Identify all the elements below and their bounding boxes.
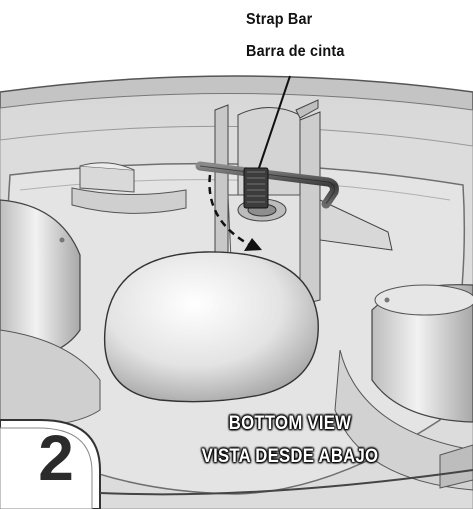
center-dome bbox=[103, 251, 319, 403]
step-badge-shape bbox=[0, 427, 93, 509]
step-number: 2 bbox=[38, 422, 74, 494]
strap-bar-label-es: Barra de cinta bbox=[246, 43, 345, 60]
right-foot bbox=[334, 284, 473, 491]
raised-tab bbox=[71, 162, 187, 214]
strap-bar-label-en: Strap Bar bbox=[246, 11, 313, 28]
strap bbox=[243, 167, 269, 209]
left-foot bbox=[0, 199, 101, 427]
view-caption-en: BOTTOM VIEW bbox=[228, 413, 352, 434]
view-caption-es: VISTA DESDE ABAJO bbox=[201, 446, 379, 467]
routing-arrow bbox=[208, 174, 262, 251]
strap-bar bbox=[195, 161, 339, 209]
base-rim bbox=[99, 469, 473, 496]
callout-leader-line bbox=[258, 75, 291, 169]
